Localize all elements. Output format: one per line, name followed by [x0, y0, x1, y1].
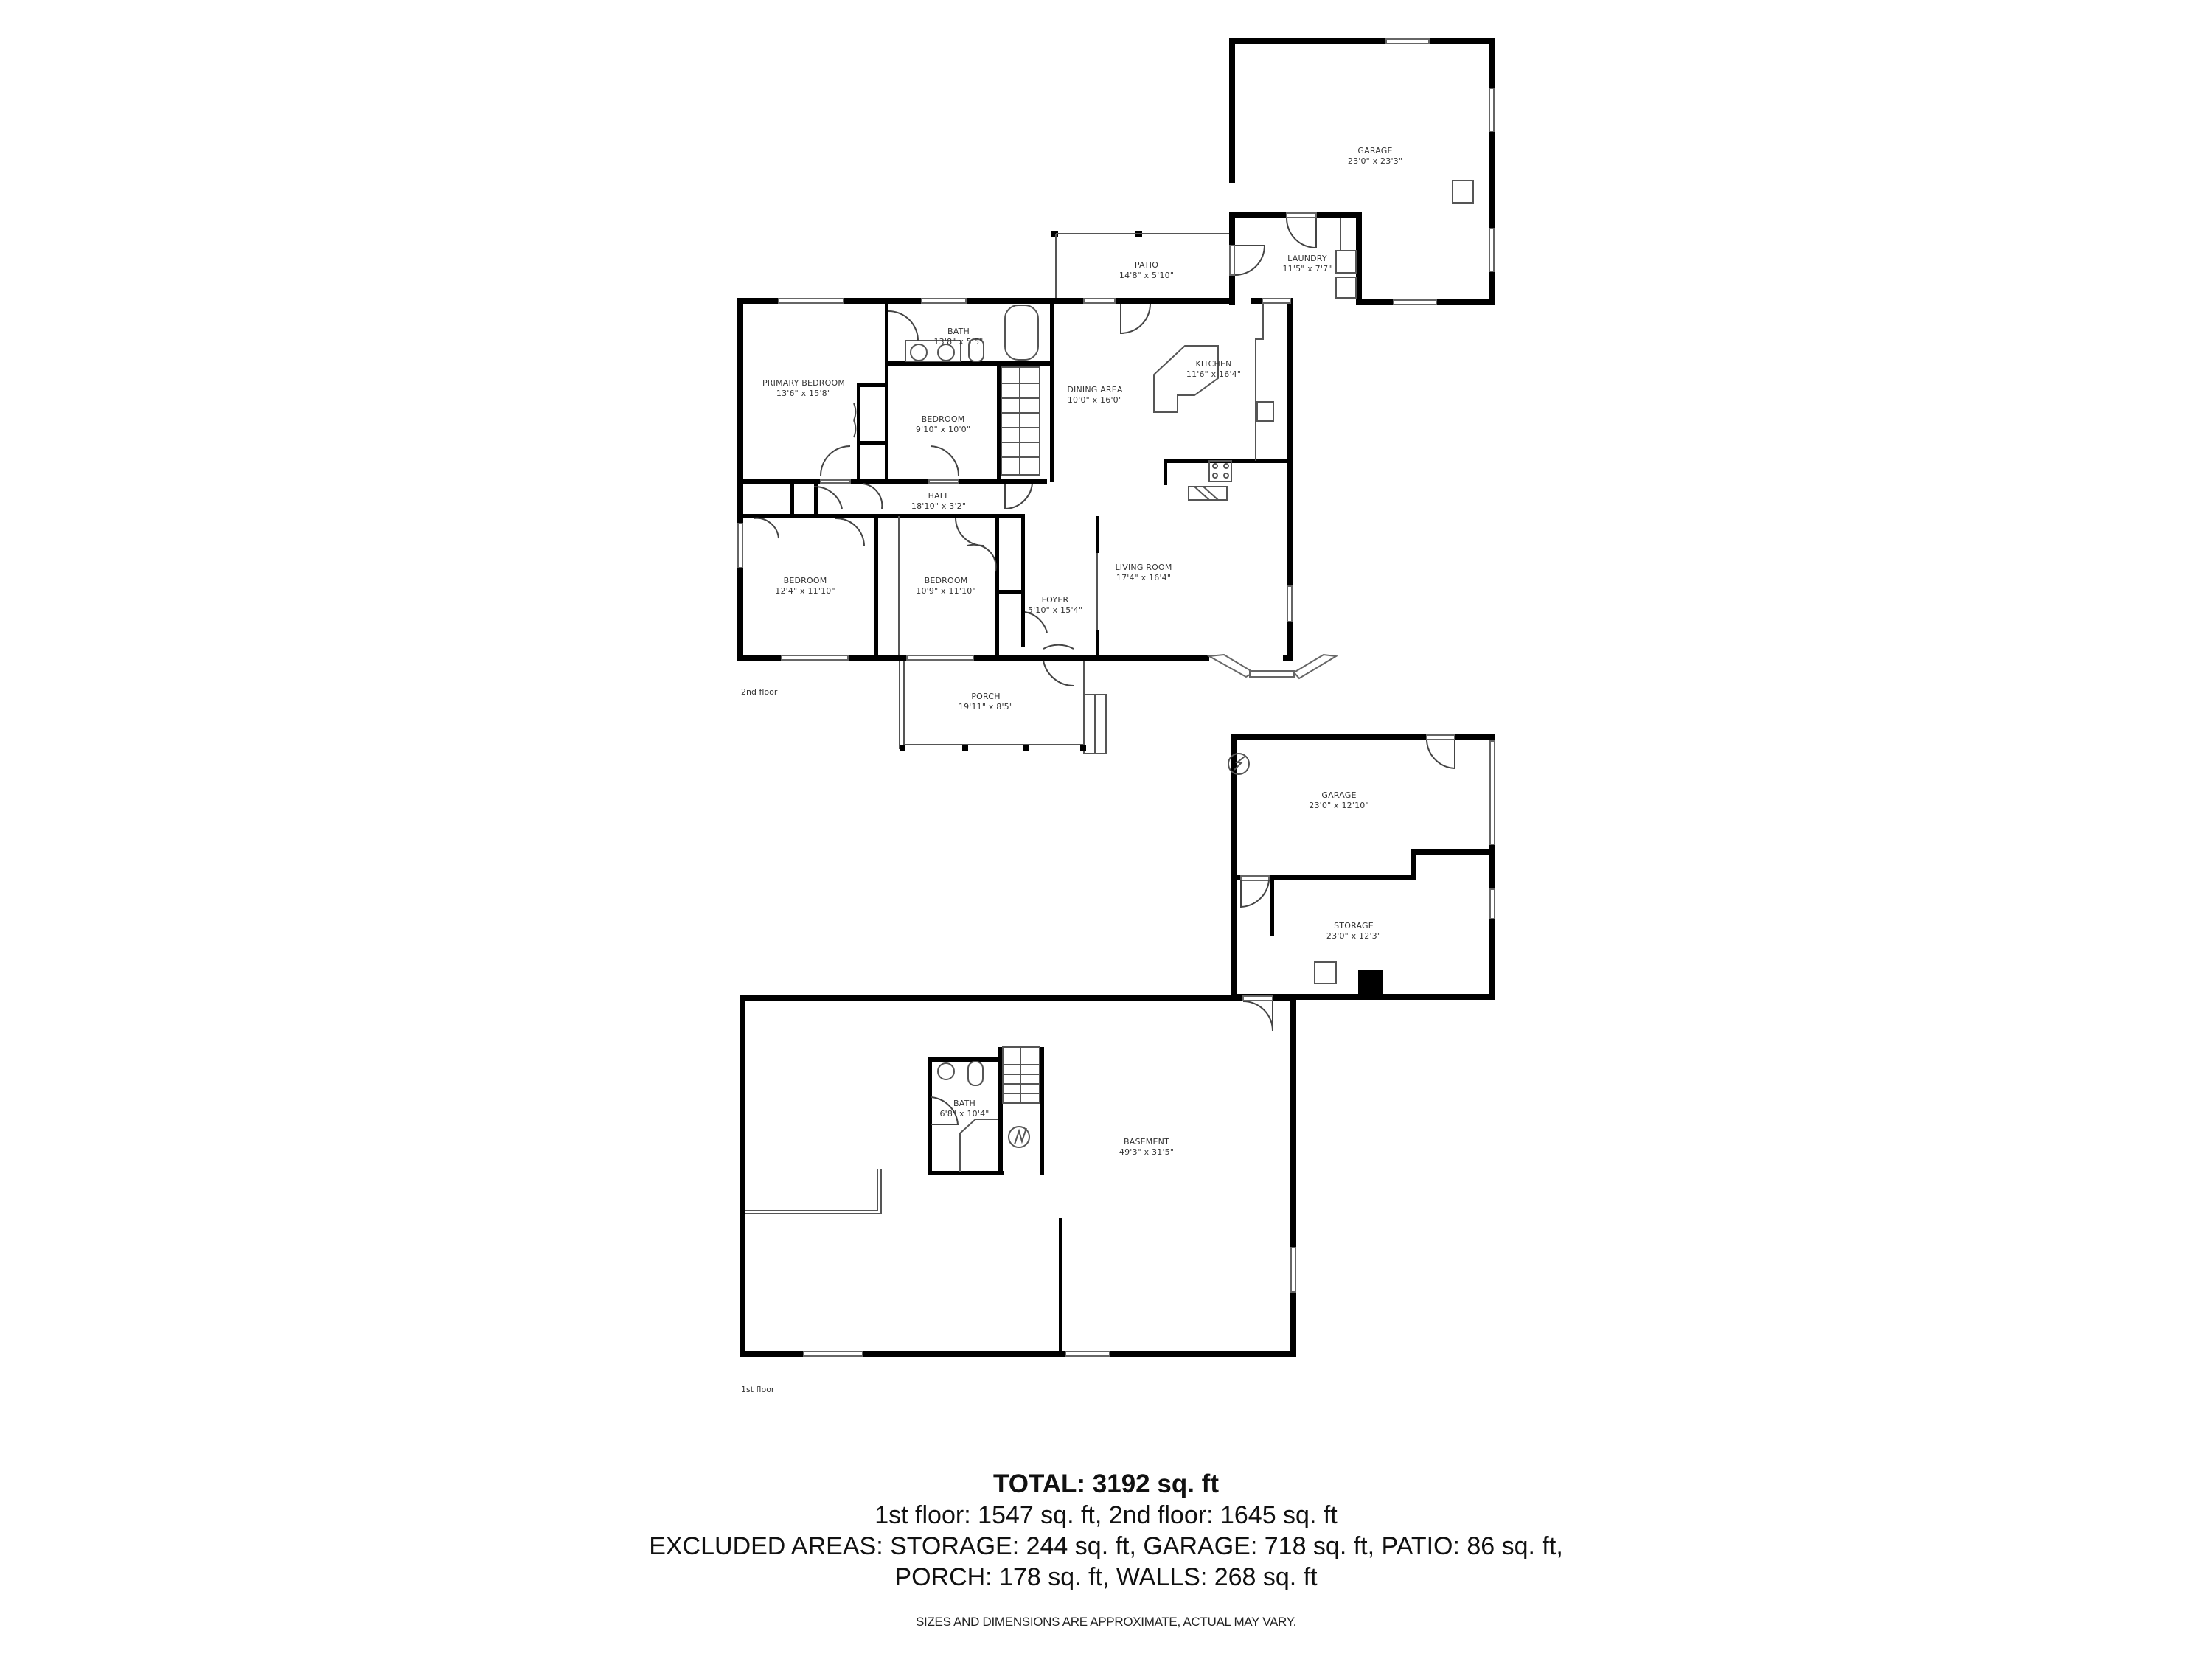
basement-walls	[740, 995, 1296, 1357]
disclaimer: SIZES AND DIMENSIONS ARE APPROXIMATE, AC…	[916, 1615, 1296, 1629]
excluded-areas-line-1: EXCLUDED AREAS: STORAGE: 244 sq. ft, GAR…	[649, 1532, 1563, 1560]
upper-fixtures	[898, 304, 1274, 655]
stairs-icon	[1002, 1046, 1040, 1104]
patio-outline	[1051, 231, 1229, 301]
garage-walls	[1229, 38, 1495, 305]
basement-bath-walls	[928, 1046, 1044, 1175]
lower-floor-plan	[740, 734, 1495, 1357]
floor-areas: 1st floor: 1547 sq. ft, 2nd floor: 1645 …	[874, 1501, 1338, 1529]
floor-label-1st: 1st floor	[741, 1385, 775, 1394]
excluded-areas-line-2: PORCH: 178 sq. ft, WALLS: 268 sq. ft	[894, 1563, 1318, 1591]
porch-outline	[899, 661, 1107, 754]
water-heater-icon	[1008, 1126, 1030, 1148]
stairs-icon	[1001, 366, 1040, 476]
interior-walls	[737, 298, 1290, 660]
area-summary: TOTAL: 3192 sq. ft 1st floor: 1547 sq. f…	[0, 1469, 2212, 1630]
upper-doors	[753, 303, 1151, 686]
lower-garage-walls	[1228, 734, 1495, 1000]
total-area: TOTAL: 3192 sq. ft	[993, 1470, 1219, 1498]
floor-label-2nd: 2nd floor	[741, 687, 778, 697]
house-outer-walls	[737, 298, 1339, 680]
upper-floor-plan	[737, 38, 1495, 754]
laundry-walls	[1229, 212, 1362, 305]
